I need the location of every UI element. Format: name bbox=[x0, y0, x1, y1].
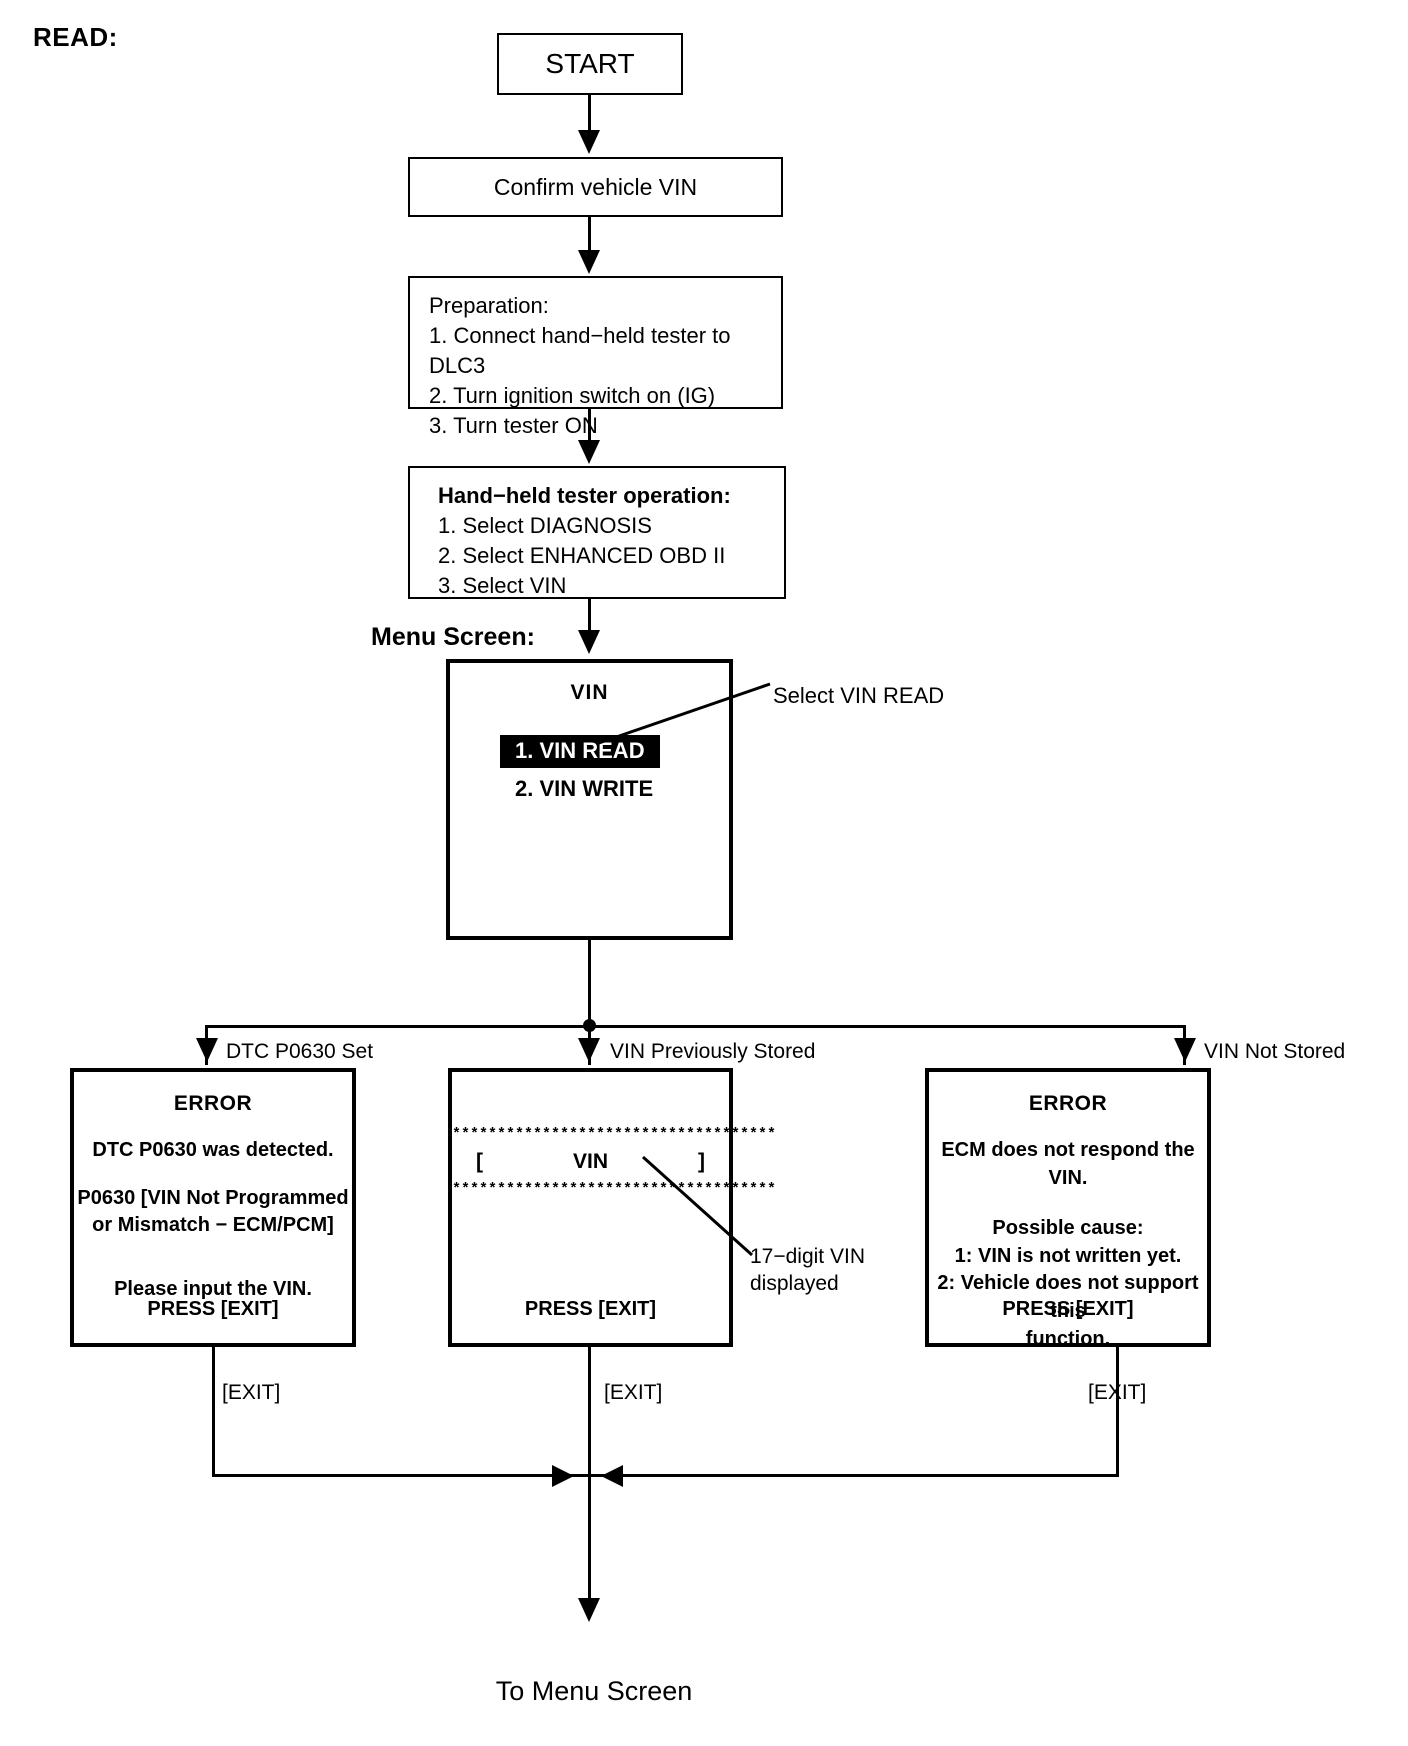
menu-item-vin-write[interactable]: 2. VIN WRITE bbox=[515, 776, 654, 801]
annotation-17-digit-line-2: displayed bbox=[750, 1272, 839, 1296]
connector-menu-to-split bbox=[588, 940, 591, 1026]
connector-exit-left bbox=[212, 1347, 215, 1477]
preparation-step-1: 1. Connect hand−held tester to DLC3 bbox=[429, 322, 731, 378]
screen-vin-title: VIN bbox=[570, 681, 609, 704]
footer-to-menu-screen: To Menu Screen bbox=[0, 1676, 1408, 1707]
screen-vin-display: ************************************ [ V… bbox=[448, 1068, 777, 1347]
connector-op-to-menu bbox=[588, 599, 591, 635]
connector-confirm-to-prep bbox=[588, 217, 591, 257]
vin-bracket-open: [ bbox=[476, 1150, 483, 1173]
screen-vin-menu: VIN 1. VIN READ 2. VIN WRITE bbox=[446, 659, 733, 940]
node-start: START bbox=[497, 33, 683, 95]
exit-label-left: [EXIT] bbox=[222, 1381, 281, 1404]
leader-line-select-vin bbox=[595, 682, 771, 746]
node-confirm-vin: Confirm vehicle VIN bbox=[408, 157, 783, 217]
error-dtc-line-2: P0630 [VIN Not Programmed bbox=[77, 1186, 349, 1209]
vin-display-stars-top: ************************************ bbox=[452, 1126, 777, 1143]
node-preparation: Preparation: 1. Connect hand−held tester… bbox=[408, 276, 783, 438]
branch-label-vin-stored: VIN Previously Stored bbox=[610, 1040, 816, 1063]
error-dtc-press-exit: PRESS [EXIT] bbox=[147, 1298, 279, 1320]
preparation-header: Preparation: bbox=[429, 293, 549, 318]
annotation-17-digit-line-1: 17−digit VIN bbox=[750, 1245, 865, 1268]
annotation-select-vin-read: Select VIN READ bbox=[773, 683, 945, 708]
error-dtc-header: ERROR bbox=[173, 1092, 253, 1115]
operation-step-2: 2. Select ENHANCED OBD II bbox=[438, 542, 726, 568]
arrow-branch-left bbox=[196, 1038, 218, 1062]
leader-line-17-digit bbox=[641, 1155, 754, 1257]
vin-bracket-close: ] bbox=[697, 1150, 705, 1173]
preparation-step-2: 2. Turn ignition switch on (IG) bbox=[429, 382, 716, 408]
error-ecm-line-3: 1: VIN is not written yet. bbox=[954, 1244, 1182, 1267]
node-start-label: START bbox=[545, 48, 635, 79]
arrow-start-to-confirm bbox=[578, 130, 600, 154]
menu-screen-label: Menu Screen: bbox=[371, 623, 535, 651]
annotation-17-digit-vin: 17−digit VIN displayed bbox=[750, 1243, 865, 1298]
error-dtc-line-4: Please input the VIN. bbox=[114, 1277, 312, 1300]
split-bar bbox=[205, 1025, 1186, 1028]
page-title: READ: bbox=[33, 22, 118, 52]
exit-label-right: [EXIT] bbox=[1088, 1381, 1147, 1404]
arrow-op-to-menu bbox=[578, 630, 600, 654]
vin-display-row: [ VIN ] bbox=[452, 1150, 729, 1174]
merge-bar bbox=[212, 1474, 1119, 1477]
error-ecm-line-5: function. bbox=[1025, 1327, 1111, 1350]
operation-step-3: 3. Select VIN bbox=[438, 572, 567, 598]
error-ecm-line-1: ECM does not respond the VIN. bbox=[941, 1139, 1195, 1189]
node-tester-operation: Hand−held tester operation: 1. Select DI… bbox=[408, 466, 786, 599]
node-confirm-vin-label: Confirm vehicle VIN bbox=[493, 173, 698, 200]
arrow-branch-right bbox=[1174, 1038, 1196, 1062]
screen-error-no-response: ERROR ECM does not respond the VIN. Poss… bbox=[925, 1068, 1211, 1350]
arrow-merge-from-left bbox=[552, 1465, 574, 1487]
arrow-to-menu-screen bbox=[578, 1598, 600, 1622]
vin-display-stars-bottom: ************************************ bbox=[452, 1181, 777, 1198]
screen-error-dtc: ERROR DTC P0630 was detected. P0630 [VIN… bbox=[70, 1068, 356, 1347]
operation-header: Hand−held tester operation: bbox=[438, 483, 731, 508]
branch-label-dtc-set: DTC P0630 Set bbox=[226, 1040, 374, 1063]
exit-label-middle: [EXIT] bbox=[604, 1381, 663, 1404]
vin-display-label: VIN bbox=[572, 1150, 608, 1173]
error-ecm-line-4: 2: Vehicle does not support this bbox=[937, 1272, 1199, 1322]
preparation-step-3: 3. Turn tester ON bbox=[429, 412, 598, 438]
arrow-merge-from-right bbox=[601, 1465, 623, 1487]
connector-exit-middle bbox=[588, 1347, 591, 1477]
connector-start-to-confirm bbox=[588, 95, 591, 135]
error-ecm-line-2: Possible cause: bbox=[992, 1217, 1144, 1240]
operation-step-1: 1. Select DIAGNOSIS bbox=[438, 512, 652, 538]
branch-label-vin-not-stored: VIN Not Stored bbox=[1204, 1040, 1346, 1063]
connector-merge-to-footer bbox=[588, 1474, 591, 1614]
arrow-confirm-to-prep bbox=[578, 250, 600, 274]
footer-to-menu-screen-label: To Menu Screen bbox=[495, 1676, 693, 1706]
error-dtc-line-1: DTC P0630 was detected. bbox=[92, 1139, 334, 1161]
error-ecm-press-exit: PRESS [EXIT] bbox=[1002, 1298, 1134, 1320]
vin-display-press-exit: PRESS [EXIT] bbox=[524, 1298, 657, 1320]
error-ecm-header: ERROR bbox=[1028, 1092, 1108, 1115]
arrow-prep-to-op bbox=[578, 440, 600, 464]
error-dtc-line-3: or Mismatch − ECM/PCM] bbox=[92, 1214, 334, 1237]
menu-item-vin-read[interactable]: 1. VIN READ bbox=[500, 735, 660, 768]
connector-exit-right bbox=[1116, 1347, 1119, 1477]
arrow-branch-middle bbox=[578, 1038, 600, 1062]
connector-prep-to-op bbox=[588, 409, 591, 449]
